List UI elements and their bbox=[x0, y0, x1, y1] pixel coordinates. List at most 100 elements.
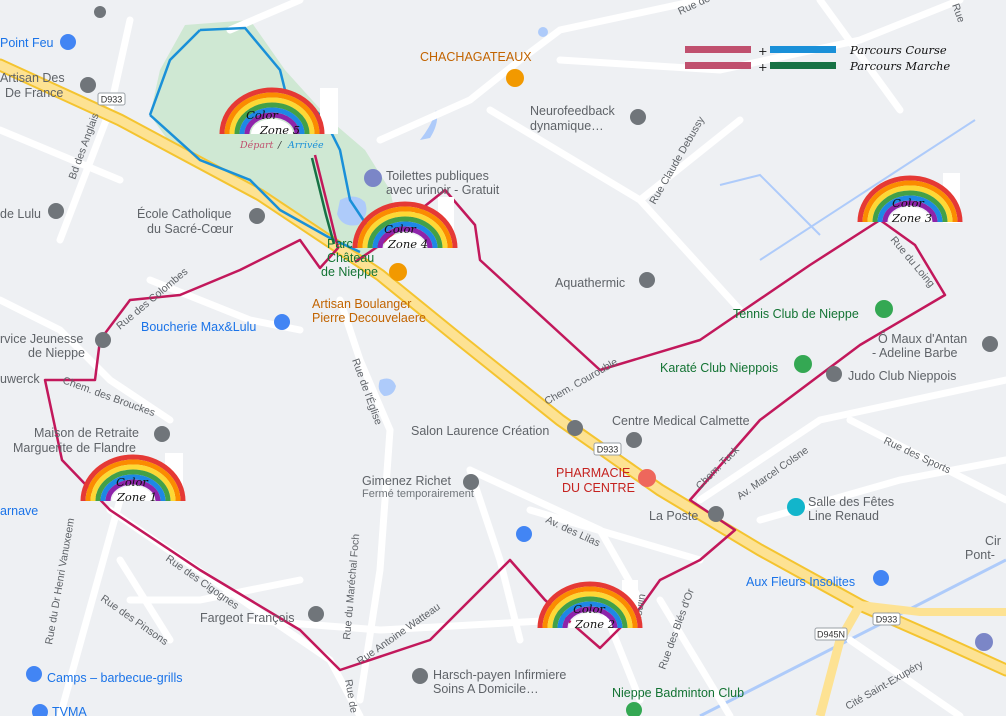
poi-boulanger[interactable]: Artisan Boulanger Pierre Decouvelaere bbox=[312, 297, 426, 325]
svg-text:- Adeline Barbe: - Adeline Barbe bbox=[872, 346, 958, 360]
road-badge-d933-3: D933 bbox=[872, 612, 901, 626]
venue-icon bbox=[787, 498, 805, 516]
legend-course-swatch-1 bbox=[685, 46, 751, 53]
poi-lulu[interactable]: de Lulu bbox=[0, 203, 64, 221]
poi-fargeot[interactable]: Fargeot François bbox=[200, 606, 324, 625]
poi-badminton[interactable]: Nieppe Badminton Club bbox=[612, 686, 744, 716]
color-zone-2[interactable]: Color Zone 2 bbox=[540, 580, 640, 631]
pin-icon bbox=[463, 474, 479, 490]
canal-right-2 bbox=[719, 173, 821, 236]
sports-icon bbox=[626, 702, 642, 716]
svg-text:Zone 3: Zone 3 bbox=[891, 211, 932, 225]
svg-text:Parc: Parc bbox=[327, 237, 353, 251]
road-badge-d945n: D945N bbox=[814, 627, 848, 641]
poi-tennis[interactable]: Tennis Club de Nieppe bbox=[733, 300, 893, 321]
poi-ecole[interactable]: École Catholique du Sacré-Cœur bbox=[137, 206, 265, 236]
svg-text:Fermé temporairement: Fermé temporairement bbox=[362, 488, 474, 500]
poi-salle-fetes[interactable]: Salle des Fêtes Line Renaud bbox=[787, 495, 894, 523]
poi-jeunesse[interactable]: rvice Jeunesse de Nieppe bbox=[0, 332, 111, 360]
pharmacy-icon bbox=[638, 469, 656, 487]
pin-icon bbox=[639, 272, 655, 288]
poi-karate[interactable]: Karaté Club Nieppois bbox=[660, 355, 812, 375]
poi-gimenez[interactable]: Gimenez Richet Fermé temporairement bbox=[362, 474, 479, 500]
svg-text:Zone 5: Zone 5 bbox=[259, 123, 300, 137]
poi-pont[interactable]: Cir Pont- bbox=[965, 534, 1001, 562]
restaurant-icon bbox=[506, 69, 524, 87]
svg-text:Pont-: Pont- bbox=[965, 548, 995, 562]
sports-icon bbox=[794, 355, 812, 373]
svg-text:Artisan Des: Artisan Des bbox=[0, 71, 65, 85]
svg-text:Boucherie Max&Lulu: Boucherie Max&Lulu bbox=[141, 320, 256, 334]
legend: + Parcours Course + Parcours Marche bbox=[685, 43, 950, 74]
poi-arnave: arnave bbox=[0, 504, 38, 518]
poi-chachagateaux[interactable]: CHACHAGATEAUX bbox=[420, 50, 532, 87]
color-zone-4[interactable]: Color Zone 4 bbox=[355, 197, 455, 251]
svg-text:Zone 2: Zone 2 bbox=[574, 617, 615, 631]
road-badge-d933-2: D933 bbox=[593, 442, 622, 456]
poi-aquathermic[interactable]: Aquathermic bbox=[555, 272, 655, 290]
pin-icon bbox=[308, 606, 324, 622]
svg-text:Maison de Retraite: Maison de Retraite bbox=[34, 426, 139, 440]
poi-pharmacie[interactable]: PHARMACIE DU CENTRE bbox=[556, 466, 656, 495]
color-zone-1[interactable]: Color Zone 1 bbox=[83, 453, 183, 504]
poi-maison-retraite[interactable]: Maison de Retraite Marguerite de Flandre bbox=[13, 426, 170, 455]
poi-boucherie[interactable]: Boucherie Max&Lulu bbox=[141, 314, 290, 334]
poi-camps[interactable]: Camps – barbecue-grills bbox=[26, 666, 182, 685]
svg-text:Cir: Cir bbox=[985, 534, 1001, 548]
svg-text:Color: Color bbox=[892, 196, 925, 210]
poi-tvma[interactable]: TVMA bbox=[32, 704, 87, 716]
depart-label: Départ bbox=[239, 140, 274, 151]
poi-artisan[interactable]: Artisan Des De France bbox=[0, 71, 96, 100]
svg-text:Zone 1: Zone 1 bbox=[116, 490, 157, 504]
pin-icon bbox=[94, 6, 106, 18]
svg-text:Pierre Decouvelaere: Pierre Decouvelaere bbox=[312, 311, 426, 325]
svg-text:Centre Medical Calmette: Centre Medical Calmette bbox=[612, 414, 750, 428]
poi-neurofeedback[interactable]: Neurofeedback dynamique… bbox=[530, 104, 646, 133]
poi-calmette[interactable]: Centre Medical Calmette bbox=[612, 414, 750, 448]
canal-right bbox=[759, 119, 976, 261]
pin-icon bbox=[982, 336, 998, 352]
svg-text:Aux Fleurs Insolites: Aux Fleurs Insolites bbox=[746, 575, 855, 589]
poi-parc-chateau[interactable]: Parc Château de Nieppe bbox=[321, 237, 407, 281]
svg-text:Salle des Fêtes: Salle des Fêtes bbox=[808, 495, 894, 509]
pin-icon bbox=[412, 668, 428, 684]
svg-text:La Poste: La Poste bbox=[649, 509, 698, 523]
legend-marche-swatch-2 bbox=[770, 62, 836, 69]
road-d933-east bbox=[859, 601, 1006, 616]
bank-icon bbox=[975, 633, 993, 651]
poi-toilettes[interactable]: Toilettes publiques avec urinoir - Gratu… bbox=[364, 169, 500, 197]
mail-icon bbox=[708, 506, 724, 522]
svg-text:Marguerite de Flandre: Marguerite de Flandre bbox=[13, 441, 136, 455]
svg-text:D933: D933 bbox=[101, 95, 123, 105]
poi-la-poste[interactable]: La Poste bbox=[649, 506, 724, 523]
color-zone-3[interactable]: Color Zone 3 bbox=[860, 173, 960, 225]
svg-text:Neurofeedback: Neurofeedback bbox=[530, 104, 616, 118]
svg-text:DU CENTRE: DU CENTRE bbox=[562, 481, 635, 495]
color-zone-5[interactable]: Color Zone 5 Départ / Arrivée bbox=[222, 88, 338, 151]
poi-point-feu[interactable]: Point Feu bbox=[0, 34, 76, 50]
svg-text:Harsch-payen Infirmiere: Harsch-payen Infirmiere bbox=[433, 668, 566, 682]
svg-text:Salon Laurence Création: Salon Laurence Création bbox=[411, 424, 549, 438]
poi-fleurs[interactable]: Aux Fleurs Insolites bbox=[746, 570, 889, 589]
route-course-blue-2 bbox=[148, 29, 201, 116]
svg-text:Tennis Club de Nieppe: Tennis Club de Nieppe bbox=[733, 307, 859, 321]
poi-judo[interactable]: Judo Club Nieppois bbox=[826, 366, 956, 383]
poi-maux-antan[interactable]: Ô Maux d'Antan - Adeline Barbe bbox=[872, 331, 998, 360]
svg-text:Color: Color bbox=[384, 222, 417, 236]
shopping-icon bbox=[274, 314, 290, 330]
arrivee-label: Arrivée bbox=[287, 140, 324, 151]
poi-uwerck: uwerck bbox=[0, 372, 40, 386]
svg-text:PHARMACIE: PHARMACIE bbox=[556, 466, 630, 480]
svg-text:du Sacré-Cœur: du Sacré-Cœur bbox=[147, 222, 233, 236]
park-area bbox=[150, 20, 400, 260]
poi-salon[interactable]: Salon Laurence Création bbox=[411, 420, 583, 438]
pin-icon bbox=[48, 203, 64, 219]
svg-text:de Nieppe: de Nieppe bbox=[28, 346, 85, 360]
svg-text:+: + bbox=[758, 60, 768, 74]
poi-harsch[interactable]: Harsch-payen Infirmiere Soins A Domicile… bbox=[412, 668, 566, 696]
svg-text:Zone 4: Zone 4 bbox=[387, 237, 428, 251]
route-marche-green bbox=[310, 157, 336, 245]
svg-text:Gimenez Richet: Gimenez Richet bbox=[362, 474, 451, 488]
svg-text:Nieppe Badminton Club: Nieppe Badminton Club bbox=[612, 686, 744, 700]
